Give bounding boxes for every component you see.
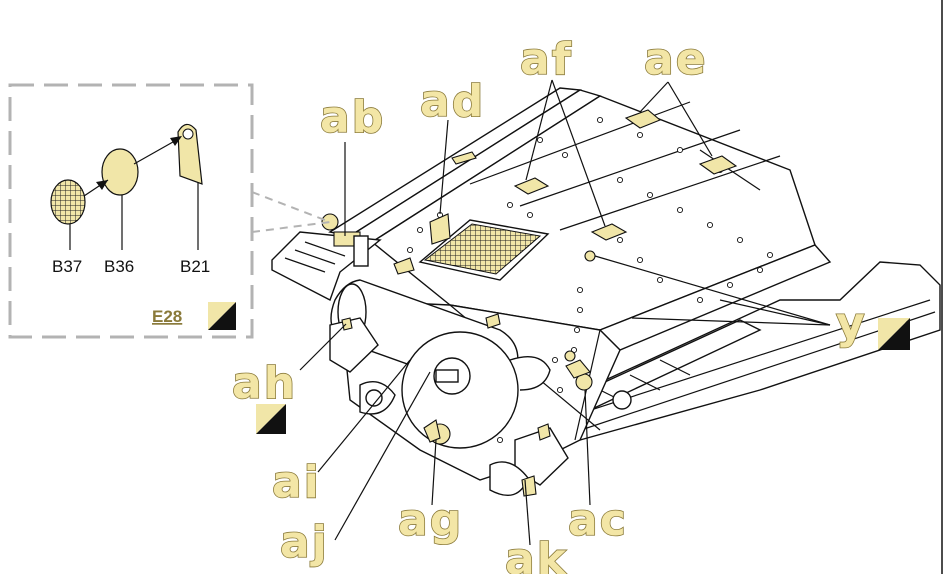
reference-label: E28	[152, 307, 182, 326]
label-ah: ah	[232, 358, 297, 409]
label-ag: ag	[398, 495, 463, 546]
part-b21-bracket	[177, 123, 203, 185]
arrow-icon	[170, 136, 182, 146]
tow-brackets	[321, 213, 632, 410]
engine-deck	[271, 87, 941, 481]
part-b37-mesh	[50, 179, 86, 225]
label-ak: ak	[505, 534, 568, 574]
label-aj: aj	[280, 517, 329, 568]
label-ai: ai	[272, 457, 321, 508]
part-label-b21: B21	[180, 257, 210, 276]
rear-hatch	[401, 331, 519, 449]
label-y: y	[836, 298, 867, 349]
label-ab: ab	[320, 92, 385, 143]
part-label-b37: B37	[52, 257, 82, 276]
arrow-icon	[96, 180, 108, 190]
label-ad: ad	[420, 76, 485, 127]
label-ac: ac	[568, 495, 628, 546]
callout-labels: ab ad af ae y ah ai aj ag ak ac	[231, 33, 910, 574]
leader-lines	[251, 79, 831, 546]
photo-etch-hinges	[451, 109, 738, 241]
detail-inset: B37 B36 B21 E28	[8, 83, 254, 339]
part-b36-disc	[101, 148, 139, 196]
label-af: af	[520, 34, 573, 85]
part-label-b36: B36	[104, 257, 134, 276]
engine-grille	[418, 213, 550, 281]
label-ae: ae	[644, 34, 708, 85]
